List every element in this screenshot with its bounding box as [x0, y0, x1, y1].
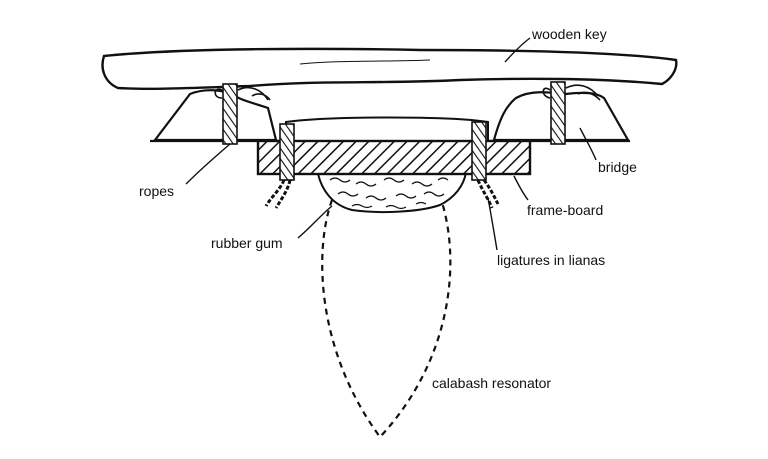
- wooden-key: [101, 47, 678, 91]
- label-bridge: bridge: [598, 159, 637, 175]
- label-ligatures: ligatures in lianas: [497, 252, 605, 268]
- rubber-gum-blob: [316, 170, 468, 214]
- leader-bridge: [579, 127, 597, 161]
- calabash-resonator-outline: [321, 195, 452, 439]
- wooden-key-grain: [299, 59, 431, 65]
- leader-wooden-key: [504, 37, 531, 63]
- label-frame-board: frame-board: [527, 202, 603, 218]
- key-underside: [285, 116, 489, 144]
- leader-ropes: [185, 143, 231, 185]
- label-calabash-resonator: calabash resonator: [432, 375, 551, 391]
- leader-rubber-gum: [297, 205, 333, 239]
- ligature-right: [471, 121, 500, 209]
- rubber-gum-texture: [329, 177, 449, 210]
- rope-right: [550, 81, 566, 145]
- leader-frame-board: [513, 175, 529, 201]
- ligature-left: [264, 123, 295, 209]
- label-wooden-key: wooden key: [531, 26, 607, 42]
- frame-board: [256, 139, 532, 176]
- leader-ligatures: [487, 197, 498, 251]
- bridge-left: [152, 89, 278, 142]
- label-ropes: ropes: [139, 183, 174, 199]
- label-rubber-gum: rubber gum: [211, 235, 283, 251]
- rope-knots: [214, 84, 601, 101]
- rope-left: [222, 83, 238, 145]
